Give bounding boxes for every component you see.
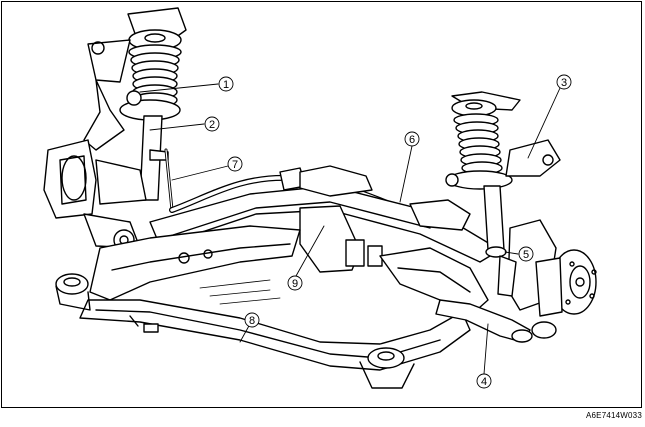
- svg-text:8: 8: [249, 315, 255, 327]
- callout-4: 4: [476, 373, 492, 389]
- left-strut-assembly: [83, 7, 187, 201]
- svg-text:9: 9: [292, 278, 298, 290]
- callout-markers: 1 2 3 4 5 6 7 8: [204, 74, 572, 389]
- svg-text:4: 4: [481, 376, 487, 388]
- crossmember: [55, 165, 501, 389]
- right-knuckle-hub: [435, 219, 597, 343]
- callout-5: 5: [518, 246, 534, 262]
- callout-2: 2: [204, 116, 220, 132]
- callout-3: 3: [556, 74, 572, 90]
- callout-9: 9: [287, 275, 303, 291]
- right-strut-assembly: [445, 91, 561, 258]
- svg-text:7: 7: [232, 159, 238, 171]
- callout-8: 8: [244, 312, 260, 328]
- svg-text:1: 1: [223, 79, 229, 91]
- callout-leaders: [139, 83, 561, 375]
- callout-1: 1: [218, 76, 234, 92]
- svg-text:2: 2: [209, 119, 215, 131]
- svg-text:6: 6: [409, 134, 415, 146]
- suspension-illustration: 1 2 3 4 5 6 7 8: [43, 7, 597, 389]
- svg-text:3: 3: [561, 77, 567, 89]
- callout-7: 7: [227, 156, 243, 172]
- left-knuckle-brake: [43, 139, 147, 251]
- callout-6: 6: [404, 131, 420, 147]
- figure-code: A6E7414W033: [585, 411, 642, 420]
- svg-text:5: 5: [523, 249, 529, 261]
